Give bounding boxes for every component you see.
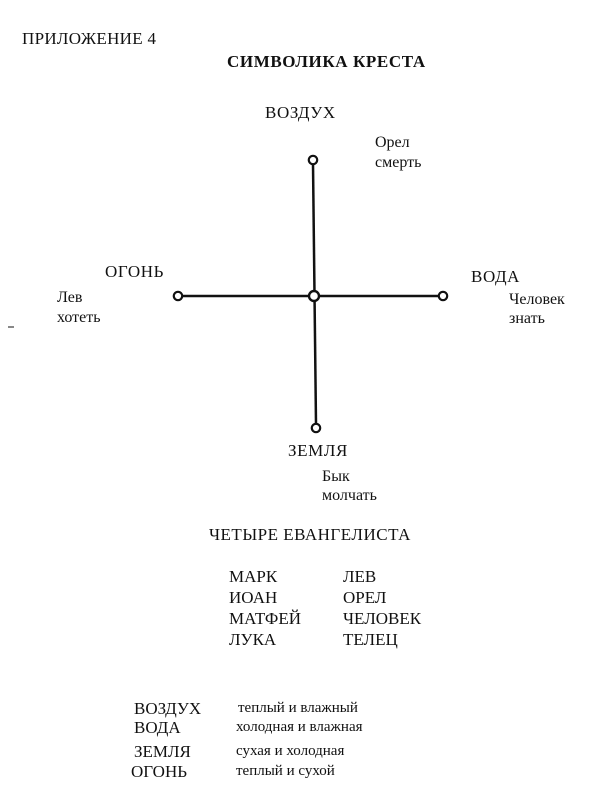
element-air: ВОЗДУХ: [265, 103, 336, 122]
property-element: ЗЕМЛЯ: [134, 742, 191, 761]
property-element: ВОЗДУХ: [134, 699, 202, 718]
property-quality: сухая и холодная: [236, 743, 345, 759]
evangelist-names: МАРК ИОАН МАТФЕЙ ЛУКА: [229, 566, 301, 650]
evangelist-name: ИОАН: [229, 588, 278, 607]
property-quality: теплый и сухой: [236, 763, 335, 779]
appendix-label: ПРИЛОЖЕНИЕ 4: [22, 29, 157, 48]
node-top: [307, 154, 319, 166]
evangelists-title: ЧЕТЫРЕ ЕВАНГЕЛИСТА: [209, 525, 411, 544]
evangelist-symbols: ЛЕВ ОРЕЛ ЧЕЛОВЕК ТЕЛЕЦ: [343, 566, 421, 650]
verb-death: смерть: [375, 154, 422, 171]
evangelist-symbol: ЧЕЛОВЕК: [343, 609, 422, 628]
evangelist-name: МАТФЕЙ: [229, 609, 302, 628]
verb-silence: молчать: [322, 487, 377, 504]
page-title: СИМВОЛИКА КРЕСТА: [227, 52, 426, 71]
property-element: ВОДА: [134, 718, 181, 737]
property-row: ВОЗДУХ: [134, 698, 201, 719]
property-element: ОГОНЬ: [131, 762, 187, 781]
property-row: холодная и влажная: [236, 717, 363, 738]
element-water: ВОДА: [471, 267, 521, 286]
node-left: [172, 290, 184, 302]
evangelist-name: ЛУКА: [229, 630, 277, 649]
symbol-man: Человек: [509, 291, 565, 308]
symbol-eagle: Орел: [375, 134, 410, 151]
element-fire: ОГОНЬ: [105, 262, 164, 281]
property-quality: холодная и влажная: [236, 719, 363, 735]
node-bottom: [310, 422, 322, 434]
property-quality: теплый и влажный: [238, 700, 358, 716]
property-row: ВОДА: [134, 717, 181, 738]
node-right: [437, 290, 449, 302]
symbol-bull: Бык: [322, 468, 350, 485]
element-earth: ЗЕМЛЯ: [288, 441, 348, 460]
property-row: теплый и сухой: [236, 761, 335, 782]
evangelist-name: МАРК: [229, 567, 278, 586]
property-row: сухая и холодная: [236, 741, 344, 762]
property-row: ОГОНЬ: [131, 761, 187, 782]
evangelist-symbol: ТЕЛЕЦ: [343, 630, 398, 649]
evangelist-symbol: ЛЕВ: [343, 567, 377, 586]
verb-know: знать: [509, 310, 545, 327]
property-row: теплый и влажный: [238, 698, 358, 719]
evangelist-symbol: ОРЕЛ: [343, 588, 387, 607]
verb-want: хотеть: [57, 309, 101, 326]
property-row: ЗЕМЛЯ: [134, 741, 191, 762]
symbol-lion: Лев: [57, 289, 83, 306]
node-center: [307, 289, 321, 303]
